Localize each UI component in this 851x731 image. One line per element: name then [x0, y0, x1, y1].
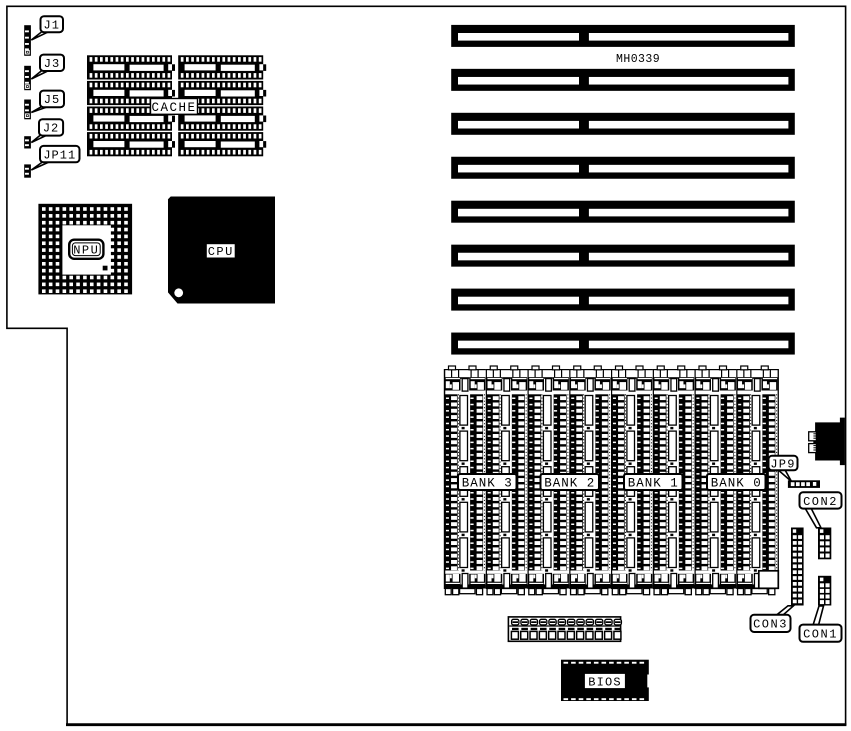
svg-text:JP9: JP9	[770, 457, 795, 471]
svg-text:J2: J2	[43, 122, 59, 136]
svg-text:CPU: CPU	[208, 245, 234, 259]
svg-text:CON2: CON2	[803, 495, 838, 509]
svg-text:MH0339: MH0339	[616, 53, 660, 66]
svg-text:CON3: CON3	[753, 618, 788, 632]
svg-text:BIOS: BIOS	[588, 675, 622, 689]
svg-text:BANK 3: BANK 3	[462, 477, 513, 491]
svg-text:CACHE: CACHE	[151, 101, 196, 115]
svg-text:J5: J5	[44, 93, 60, 107]
svg-text:NPU: NPU	[73, 243, 99, 257]
svg-text:J1: J1	[44, 19, 60, 33]
svg-text:JP11: JP11	[43, 148, 76, 162]
svg-text:BANK 0: BANK 0	[711, 477, 762, 491]
svg-text:BANK 1: BANK 1	[628, 477, 679, 491]
svg-text:J3: J3	[44, 57, 60, 71]
svg-text:BANK 2: BANK 2	[544, 477, 595, 491]
svg-text:CON1: CON1	[803, 628, 838, 642]
